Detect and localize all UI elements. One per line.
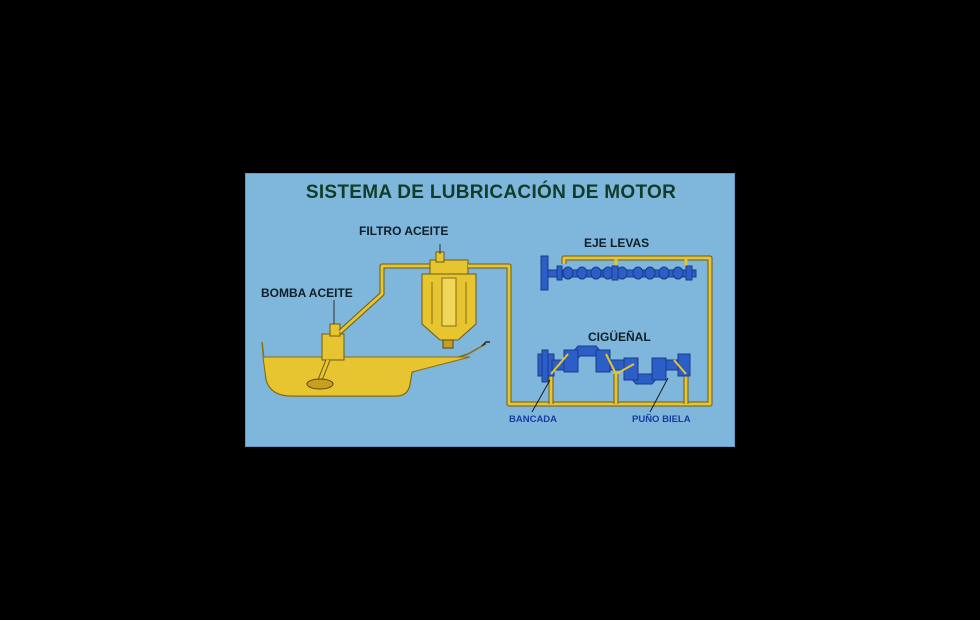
lubrication-diagram (261, 244, 713, 413)
bancada-leader (531, 379, 551, 413)
crank-oil-passages (550, 353, 687, 375)
filter-drain (442, 339, 454, 349)
bomba-aceite-label: BOMBA ACEITE (261, 286, 353, 300)
oil-pan-lip (481, 341, 490, 347)
filtro-aceite-label: FILTRO ACEITE (359, 224, 449, 238)
oil-level (262, 356, 471, 397)
pump-intake-pipe-inner (318, 359, 330, 381)
puno-biela-leader (649, 377, 669, 413)
oil-pump (321, 333, 345, 361)
diagram-panel: SISTEMA DE LUBRICACIÓN DE MOTOR FILTRO A… (245, 173, 735, 447)
pipe-cam-feed (614, 258, 688, 266)
camshaft-lobes (556, 265, 693, 281)
diagram-title: SISTEMA DE LUBRICACIÓN DE MOTOR (305, 182, 677, 203)
camshaft-gear (540, 255, 549, 291)
oil-strainer (306, 378, 334, 390)
pipe-pump-to-filter (338, 263, 430, 334)
puno-biela-label: PUÑO BIELA (632, 414, 691, 425)
crankshaft (537, 345, 691, 385)
bancada-label: BANCADA (509, 414, 558, 425)
ciguenal-label: CIGÜEÑAL (588, 330, 651, 344)
filter-element (441, 277, 457, 327)
eje-levas-label: EJE LEVAS (584, 236, 650, 250)
